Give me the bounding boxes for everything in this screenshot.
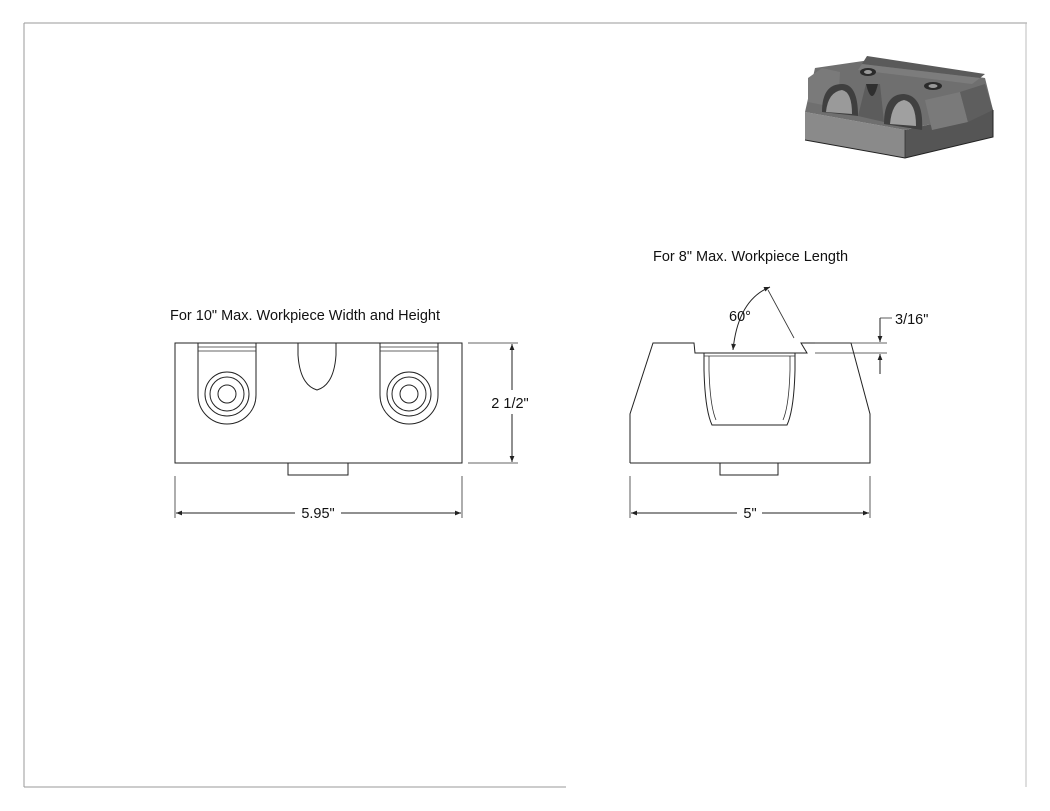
side-step-dimension: 3/16" [895, 312, 928, 328]
front-view-key [287, 462, 349, 476]
front-width-dimension: 5.95" [301, 506, 334, 522]
sheet-border [23, 22, 1027, 788]
side-angle-dimension: 60° [729, 309, 751, 325]
side-view-body [629, 342, 871, 464]
front-view-caption: For 10" Max. Workpiece Width and Height [170, 308, 440, 324]
side-view: For 8" Max. Workpiece Length 60° 3/16" 5… [629, 249, 928, 522]
iso-front-face [805, 112, 905, 158]
side-view-caption: For 8" Max. Workpiece Length [653, 249, 848, 265]
side-width-dimension: 5" [743, 506, 756, 522]
iso-side-face [905, 110, 993, 158]
front-height-dimension: 2 1/2" [491, 396, 528, 412]
front-view: For 10" Max. Workpiece Width and Height … [170, 308, 529, 522]
front-view-body [174, 342, 463, 464]
isometric-view [804, 56, 994, 159]
side-view-key [719, 462, 779, 476]
